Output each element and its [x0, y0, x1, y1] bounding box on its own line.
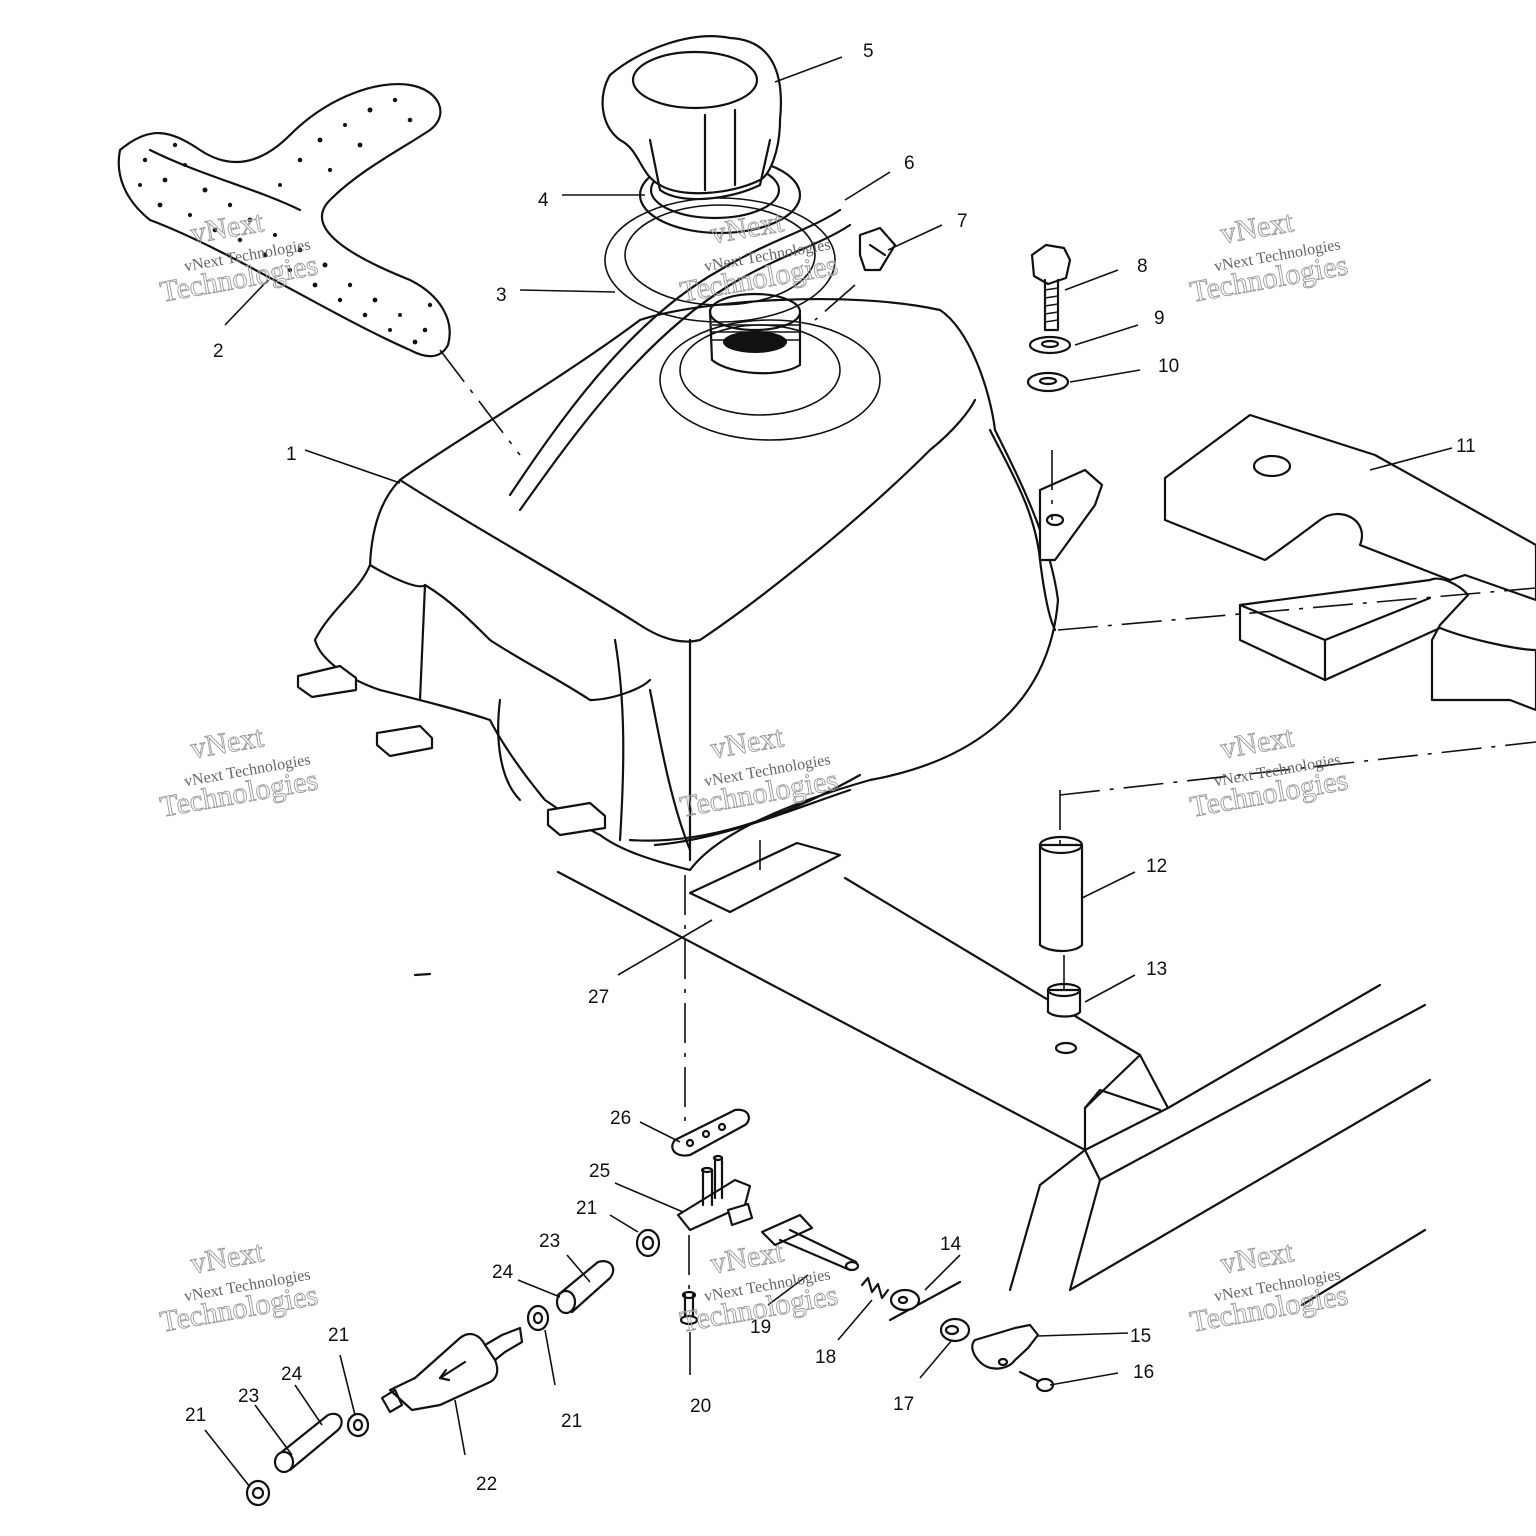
callout-19: 19 [750, 1317, 771, 1338]
callout-11: 11 [1456, 436, 1476, 457]
valve-screw [679, 1290, 699, 1326]
valve-plate [671, 1108, 750, 1157]
watermark-top-right: vNext vNext Technologies Technologies [1187, 205, 1351, 309]
fuel-hose-lower [273, 1412, 343, 1474]
foam-pad [117, 83, 451, 358]
frame-rail [413, 870, 1432, 1322]
flat-washer [1026, 371, 1070, 393]
watermark-mid-right: vNext vNext Technologies Technologies [1187, 720, 1351, 824]
callout-15: 15 [1130, 1326, 1151, 1347]
hose-clamp-filter-right [526, 1304, 550, 1332]
callout-20: 20 [690, 1396, 711, 1417]
callout-23-upper: 23 [539, 1231, 560, 1252]
watermark-mid-left: vNext vNext Technologies Technologies [157, 720, 321, 824]
valve-washer [889, 1288, 921, 1312]
fuel-cap [601, 35, 782, 201]
callout-5: 5 [863, 41, 874, 62]
svg-text:vNext: vNext [188, 720, 267, 765]
fuel-tank [296, 208, 1104, 872]
callout-10: 10 [1158, 356, 1179, 377]
callout-12: 12 [1146, 856, 1167, 877]
callout-25: 25 [589, 1161, 610, 1182]
alignment-lines [439, 284, 1536, 1290]
mounting-bracket [1163, 413, 1536, 712]
leader-lines [204, 56, 1453, 1488]
callout-18: 18 [815, 1347, 836, 1368]
hose-clamp-upper [635, 1228, 661, 1258]
callout-17: 17 [893, 1394, 914, 1415]
callout-7: 7 [957, 211, 968, 232]
callout-16: 16 [1133, 1362, 1154, 1383]
svg-text:vNext: vNext [1218, 720, 1297, 765]
lock-washer [1028, 335, 1072, 355]
valve-knob [971, 1323, 1040, 1370]
watermark-top-center: vNext vNext Technologies Technologies [677, 205, 841, 309]
rubber-strip [688, 841, 842, 914]
callout-26: 26 [610, 1108, 631, 1129]
callout-21-filter-right: 21 [561, 1411, 582, 1432]
svg-text:vNext: vNext [1218, 205, 1297, 250]
svg-text:vNext: vNext [708, 205, 787, 250]
fuel-valve [676, 1154, 754, 1232]
bolt [1030, 243, 1072, 332]
hose-clamp-filter-left [346, 1412, 370, 1438]
svg-text:vNext: vNext [188, 1235, 267, 1280]
callout-21-lower: 21 [185, 1405, 206, 1426]
callout-6: 6 [904, 153, 915, 174]
hose-clamp-lower [245, 1479, 271, 1507]
vent-fitting [858, 226, 897, 272]
spring [860, 1276, 890, 1300]
svg-text:vNext: vNext [1218, 1235, 1297, 1280]
o-ring [939, 1317, 971, 1343]
callout-4: 4 [538, 190, 549, 211]
callout-23-lower: 23 [238, 1386, 259, 1407]
callout-13: 13 [1146, 959, 1167, 980]
fuel-filter [380, 1326, 524, 1414]
callout-2: 2 [213, 341, 224, 362]
callout-3: 3 [496, 285, 507, 306]
spacer-tube [1038, 835, 1084, 953]
callout-24-upper: 24 [492, 1262, 514, 1283]
callout-labels: 1 2 3 4 5 6 7 8 9 10 11 12 13 14 15 16 1… [185, 41, 1476, 1495]
valve-stem [760, 1213, 860, 1272]
fuel-hose-upper [555, 1260, 615, 1315]
callout-9: 9 [1154, 308, 1165, 329]
callout-14: 14 [940, 1234, 962, 1255]
svg-text:vNext: vNext [708, 1235, 787, 1280]
callout-22: 22 [476, 1474, 497, 1495]
knob-screw [1018, 1370, 1055, 1393]
callout-27: 27 [588, 987, 609, 1008]
watermark-bottom-left: vNext vNext Technologies Technologies [157, 1235, 321, 1339]
grommet-bushing [1046, 982, 1082, 1055]
callout-24-lower: 24 [281, 1364, 303, 1385]
callout-21-filter-left: 21 [328, 1325, 349, 1346]
callout-1: 1 [286, 444, 297, 465]
callout-21-upper: 21 [576, 1198, 597, 1219]
watermark-bottom-center: vNext vNext Technologies Technologies [677, 1235, 841, 1339]
callout-8: 8 [1137, 256, 1148, 277]
watermark-bottom-right: vNext vNext Technologies Technologies [1187, 1235, 1351, 1339]
